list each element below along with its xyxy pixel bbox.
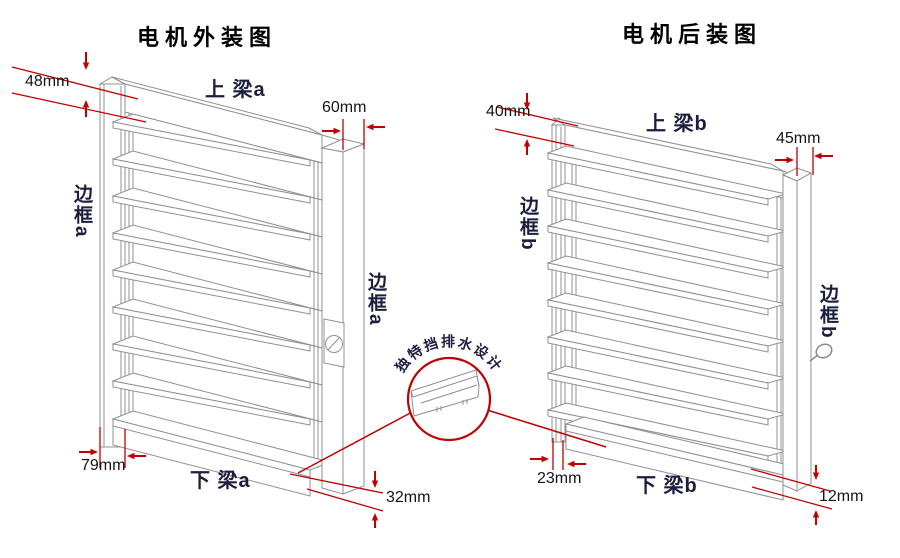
dim-40mm: 40mm (486, 103, 531, 120)
dim-12mm: 12mm (819, 488, 864, 505)
ring-handle-icon (809, 343, 833, 362)
dimension-annotations-right (494, 93, 833, 525)
left-bottom-beam-label: 下 梁a (190, 470, 251, 492)
right-louver-drawing (546, 117, 833, 501)
detail-callout-circle (406, 356, 492, 442)
dim-45mm: 45mm (776, 130, 821, 147)
right-bottom-beam-label: 下 梁b (636, 475, 698, 497)
dim-60mm: 60mm (322, 99, 367, 116)
left-louver-drawing (98, 76, 366, 497)
right-top-beam-label: 上 梁b (646, 113, 708, 135)
dimension-annotations-left (11, 52, 385, 528)
left-diagram-title: 电机外装图 (137, 25, 278, 50)
left-frame-label-a-left: 边框a (71, 184, 92, 239)
right-frame-label-b-left: 边框b (517, 196, 538, 252)
dim-48mm: 48mm (25, 73, 70, 90)
right-frame-label-b-right: 边框b (817, 284, 838, 340)
dim-23mm: 23mm (537, 470, 582, 487)
left-top-beam-label: 上 梁a (205, 79, 266, 101)
dim-79mm: 79mm (81, 457, 126, 474)
dim-32mm: 32mm (386, 489, 431, 506)
right-diagram-title: 电机后装图 (622, 22, 763, 47)
left-frame-label-a-right: 边框a (365, 272, 386, 327)
lock-handle-icon (323, 318, 345, 368)
